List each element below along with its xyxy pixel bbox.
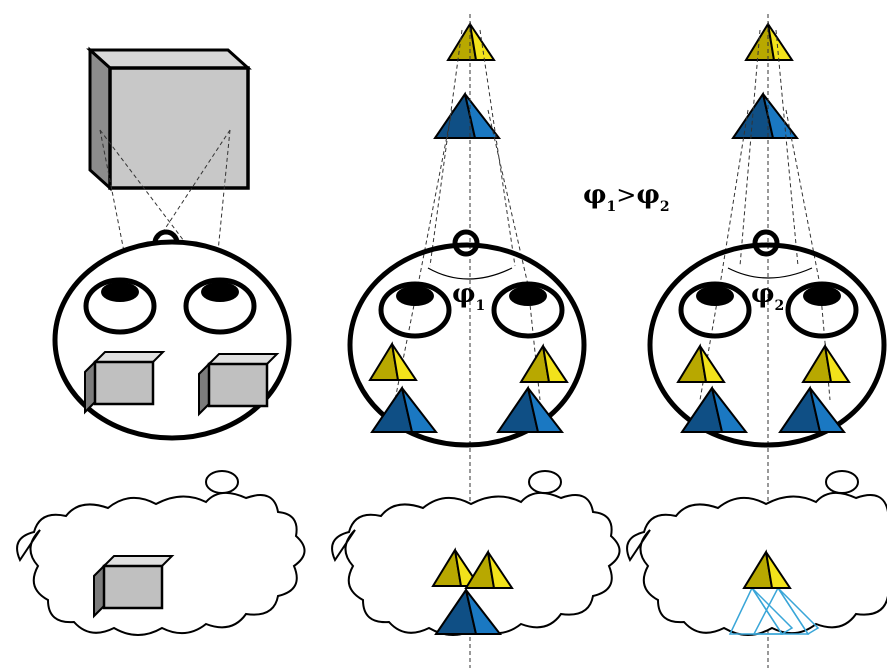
big-cube — [90, 50, 248, 188]
far-yellow-pyramid — [746, 24, 792, 60]
left-retina-yellow — [678, 346, 724, 382]
thought-bubble-small — [529, 471, 561, 493]
near-blue-pyramid — [733, 94, 797, 138]
right-eye — [788, 284, 856, 336]
far-yellow-pyramid — [448, 24, 494, 60]
left-retina-blue — [682, 388, 746, 432]
left-eye — [681, 284, 749, 336]
left-eye — [381, 284, 449, 336]
head — [650, 245, 884, 445]
panel-pyramids-narrow: φ2 — [627, 14, 887, 668]
angle-arc — [728, 268, 812, 278]
angle-label: φ1 — [452, 279, 485, 314]
right-retina-blue — [780, 388, 844, 432]
panel-cube — [17, 50, 304, 635]
right-retina-yellow — [521, 346, 567, 382]
right-retina-yellow — [803, 346, 849, 382]
right-eye — [494, 284, 562, 336]
thought-bubble-small — [826, 471, 858, 493]
left-retina-cube — [85, 352, 163, 412]
thought-bubble-small — [206, 471, 238, 493]
perceived-cube — [94, 556, 172, 616]
thought-cloud — [627, 493, 887, 635]
panel-pyramids-wide: φ1 — [332, 14, 619, 668]
near-blue-pyramid — [435, 94, 499, 138]
angle-comparison: φ1>φ2 — [583, 180, 670, 215]
left-retina-yellow — [370, 344, 416, 380]
angle-label: φ2 — [751, 279, 784, 314]
right-retina-cube — [199, 354, 277, 414]
